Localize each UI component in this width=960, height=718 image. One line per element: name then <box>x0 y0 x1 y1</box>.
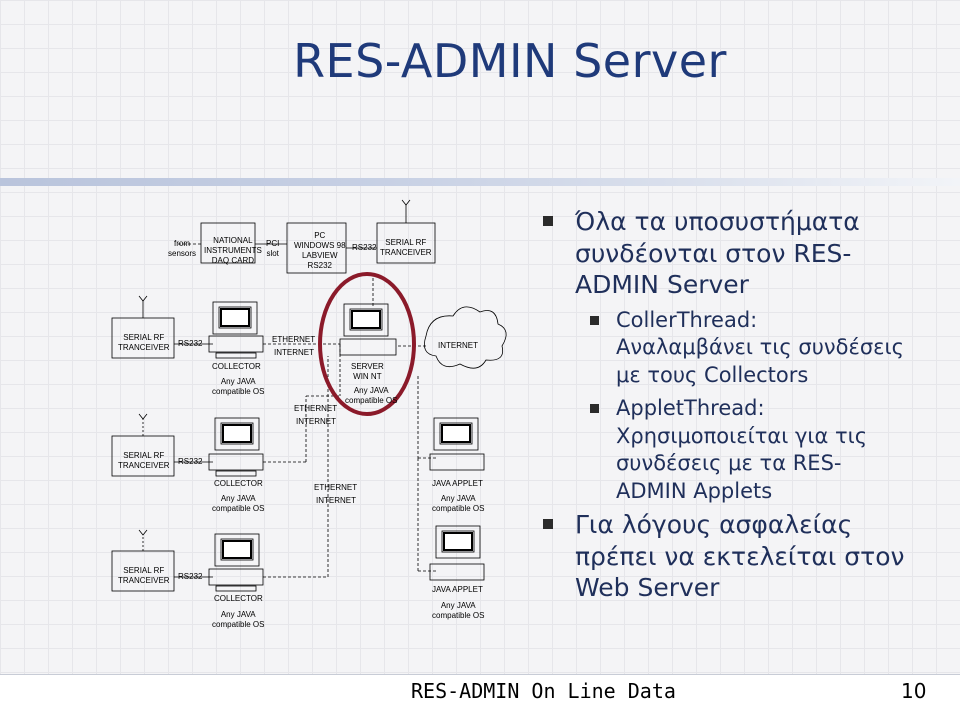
sub-bullet-2-line-1: AppletThread: <box>616 396 765 420</box>
sub-bullet-2-line-4: ADMIN Applets <box>616 478 773 503</box>
bullet-square-icon <box>543 216 553 226</box>
bullet-2-line-3: Web Server <box>575 573 720 602</box>
server-highlight-ellipse <box>318 272 416 416</box>
bullet-item-2: Για λόγους ασφαλείας πρέπει να εκτελείτα… <box>543 509 953 604</box>
title-underline-bar <box>0 178 960 186</box>
slide-number: 10 <box>901 679 927 703</box>
slide-title: RES-ADMIN Server <box>293 34 727 88</box>
slide-footer <box>0 674 960 718</box>
bullet-1-line-3: ADMIN Server <box>575 270 749 299</box>
sub-bullet-1-line-1: CollerThread: <box>616 307 758 332</box>
label-rs232-1: RS232 <box>178 339 203 348</box>
screen-fill <box>220 308 473 559</box>
sub-bullet-1-line-3: με τους Collectors <box>616 362 809 387</box>
label-ethernet-3: ETHERNET <box>314 483 358 492</box>
sub-bullet-collerthread: CollerThread: Αναλαμβάνει τις συνδέσεις … <box>543 307 953 390</box>
network-diagram-drawing <box>111 199 507 592</box>
label-ethernet-1: ETHERNET <box>272 335 316 344</box>
label-ethernet-2: ETHERNET <box>294 404 338 413</box>
sub-bullet-square-icon <box>590 404 599 413</box>
label-collector-3: COLLECTOR <box>214 594 263 603</box>
bullet-2-line-2: πρέπει να εκτελείται στον <box>575 541 905 571</box>
ni-card-box <box>200 222 256 264</box>
computers <box>208 301 485 592</box>
bullet-square-icon <box>543 519 553 529</box>
label-internet-cloud: INTERNET <box>438 341 478 350</box>
label-collector-1: COLLECTOR <box>212 362 261 371</box>
bullet-list: Όλα τα υποσυστήματα συνδέονται στον RES-… <box>543 206 953 604</box>
sub-bullet-square-icon <box>590 315 599 325</box>
sub-bullet-2-line-2: Χρησιμοποιείται για τις <box>616 423 868 448</box>
label-rs232-3: RS232 <box>178 572 203 581</box>
label-java-applet-1: JAVA APPLET <box>432 479 483 488</box>
label-collector-2: COLLECTOR <box>214 479 263 488</box>
sub-bullet-2-line-3: συνδέσεις με τα RES- <box>616 451 842 475</box>
bullet-1-line-2: συνδέονται στον RES- <box>575 238 852 268</box>
label-internet-3: INTERNET <box>316 496 356 505</box>
label-java-applet-2: JAVA APPLET <box>432 585 483 594</box>
bullet-1-line-1: Όλα τα υποσυστήματα <box>575 207 860 236</box>
bullet-2-line-1: Για λόγους ασφαλείας <box>575 510 853 539</box>
label-internet-1: INTERNET <box>274 348 314 357</box>
label-rs232-2: RS232 <box>178 457 203 466</box>
sub-bullet-appletthread: AppletThread: Χρησιμοποιείται για τις συ… <box>543 395 953 505</box>
label-internet-2: INTERNET <box>296 417 336 426</box>
footer-text: RES-ADMIN On Line Data <box>411 679 676 703</box>
sub-bullet-1-line-2: Αναλαμβάνει τις συνδέσεις <box>616 335 904 359</box>
label-rs232-top: RS232 <box>352 243 377 252</box>
bullet-item-1: Όλα τα υποσυστήματα συνδέονται στον RES-… <box>543 206 953 301</box>
